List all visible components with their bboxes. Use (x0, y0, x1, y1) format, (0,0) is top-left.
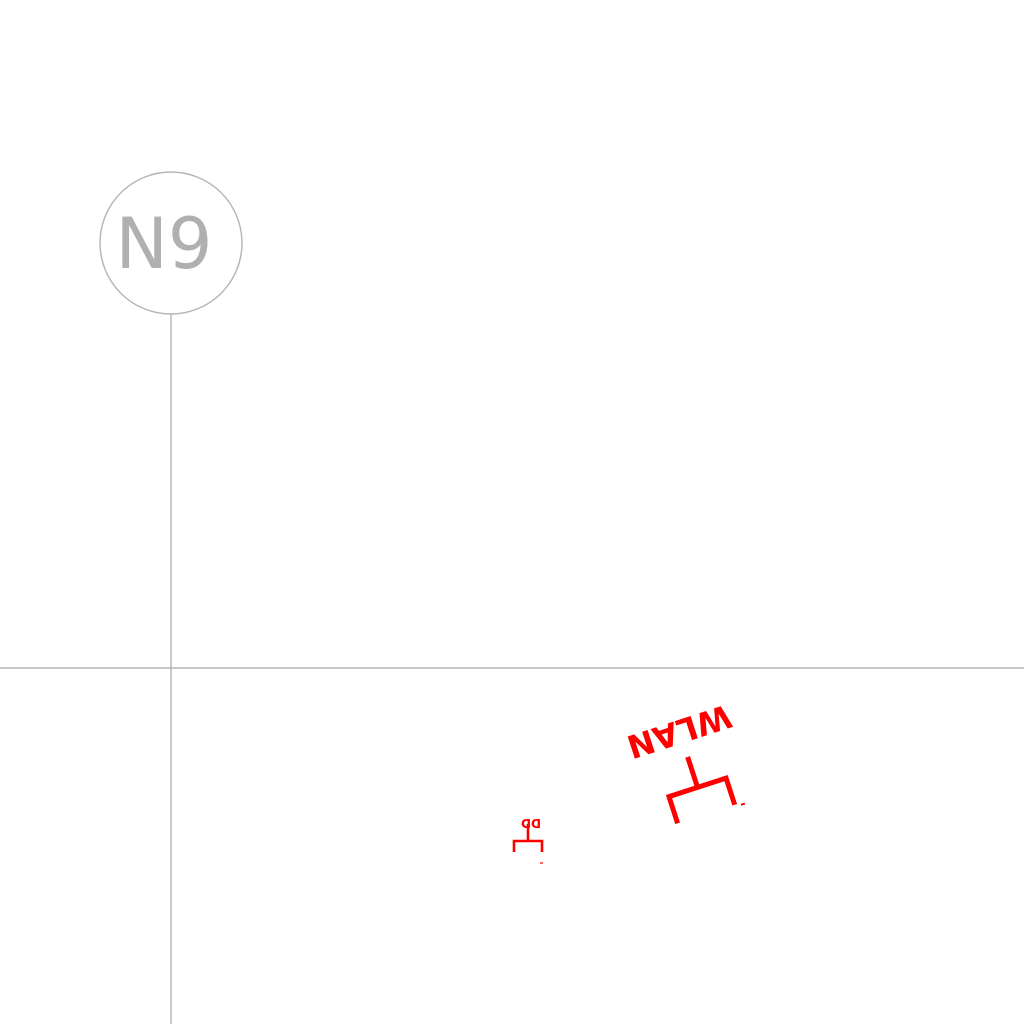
data-outlet-connector-icon (512, 824, 544, 852)
wlan-label: WLAN (622, 697, 736, 766)
grid-bubble-circle (99, 171, 243, 315)
wlan-tick-mark (740, 802, 746, 806)
grid-bubble: N9 (99, 171, 243, 315)
wlan-connector-icon (665, 756, 738, 825)
data-outlet-label: DD (521, 816, 541, 830)
wlan-symbol: WLAN (622, 697, 746, 825)
data-outlet-symbol: DD (512, 816, 544, 864)
grid-axis-label: N9 (116, 203, 213, 285)
